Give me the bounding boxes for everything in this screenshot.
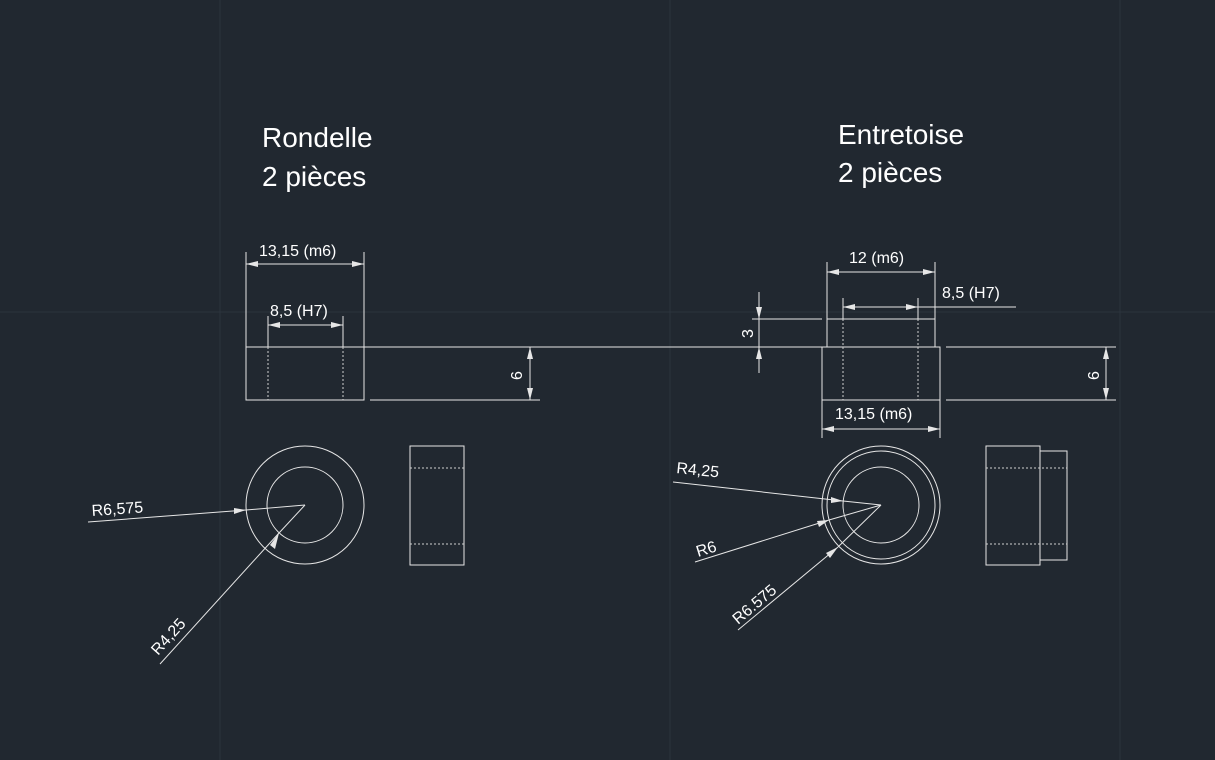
entretoise-top-width-label: 12 (m6): [849, 250, 904, 267]
rondelle-title: Rondelle: [262, 122, 373, 153]
entretoise-inner-radius-leader: R4,25: [672, 460, 882, 506]
entretoise-inner-width-dimension: 8,5 (H7): [842, 285, 1016, 319]
rondelle-side-view[interactable]: [409, 445, 465, 566]
entretoise-step-height-label: 3: [740, 329, 757, 338]
rondelle-height-dimension: 6: [364, 346, 822, 401]
entretoise-bottom-width-dimension: 13,15 (m6): [821, 400, 941, 438]
entretoise-quantity: 2 pièces: [838, 157, 942, 188]
rondelle-outer-width-dimension: 13,15 (m6): [245, 243, 365, 347]
entretoise-title: Entretoise: [838, 119, 964, 150]
entretoise-mid-radius-leader: R6: [694, 504, 882, 563]
entretoise-inner-width-label: 8,5 (H7): [942, 285, 1000, 302]
rondelle-inner-radius-label: R4,25: [148, 615, 189, 658]
rondelle-outer-radius-label: R6,575: [91, 499, 144, 520]
entretoise-top-view[interactable]: [821, 445, 941, 565]
entretoise-height-dimension: 6: [946, 346, 1116, 401]
entretoise-mid-radius-label: R6: [694, 539, 719, 561]
entretoise-bottom-width-label: 13,15 (m6): [835, 406, 912, 423]
entretoise-side-view[interactable]: [985, 445, 1068, 566]
entretoise-outer-radius-leader: R6.575: [730, 504, 882, 631]
entretoise-outer-radius-label: R6.575: [730, 582, 781, 628]
rondelle-outer-width-label: 13,15 (m6): [259, 243, 336, 260]
entretoise-top-width-dimension: 12 (m6): [826, 250, 936, 319]
entretoise-step-height-dimension: 3: [740, 292, 822, 373]
entretoise-front-view[interactable]: [821, 318, 941, 401]
rondelle-quantity: 2 pièces: [262, 161, 366, 192]
rondelle-inner-radius-leader: R4,25: [148, 504, 306, 665]
entretoise-height-label: 6: [1086, 371, 1103, 380]
rondelle-outer-radius-leader: R6,575: [87, 499, 306, 523]
rondelle-inner-width-dimension: 8,5 (H7): [267, 303, 344, 347]
rondelle-top-view[interactable]: [245, 445, 365, 565]
rondelle-front-view[interactable]: [245, 346, 365, 401]
rondelle-height-label: 6: [509, 371, 526, 380]
entretoise-inner-radius-label: R4,25: [676, 460, 720, 481]
rondelle-inner-width-label: 8,5 (H7): [270, 303, 328, 320]
